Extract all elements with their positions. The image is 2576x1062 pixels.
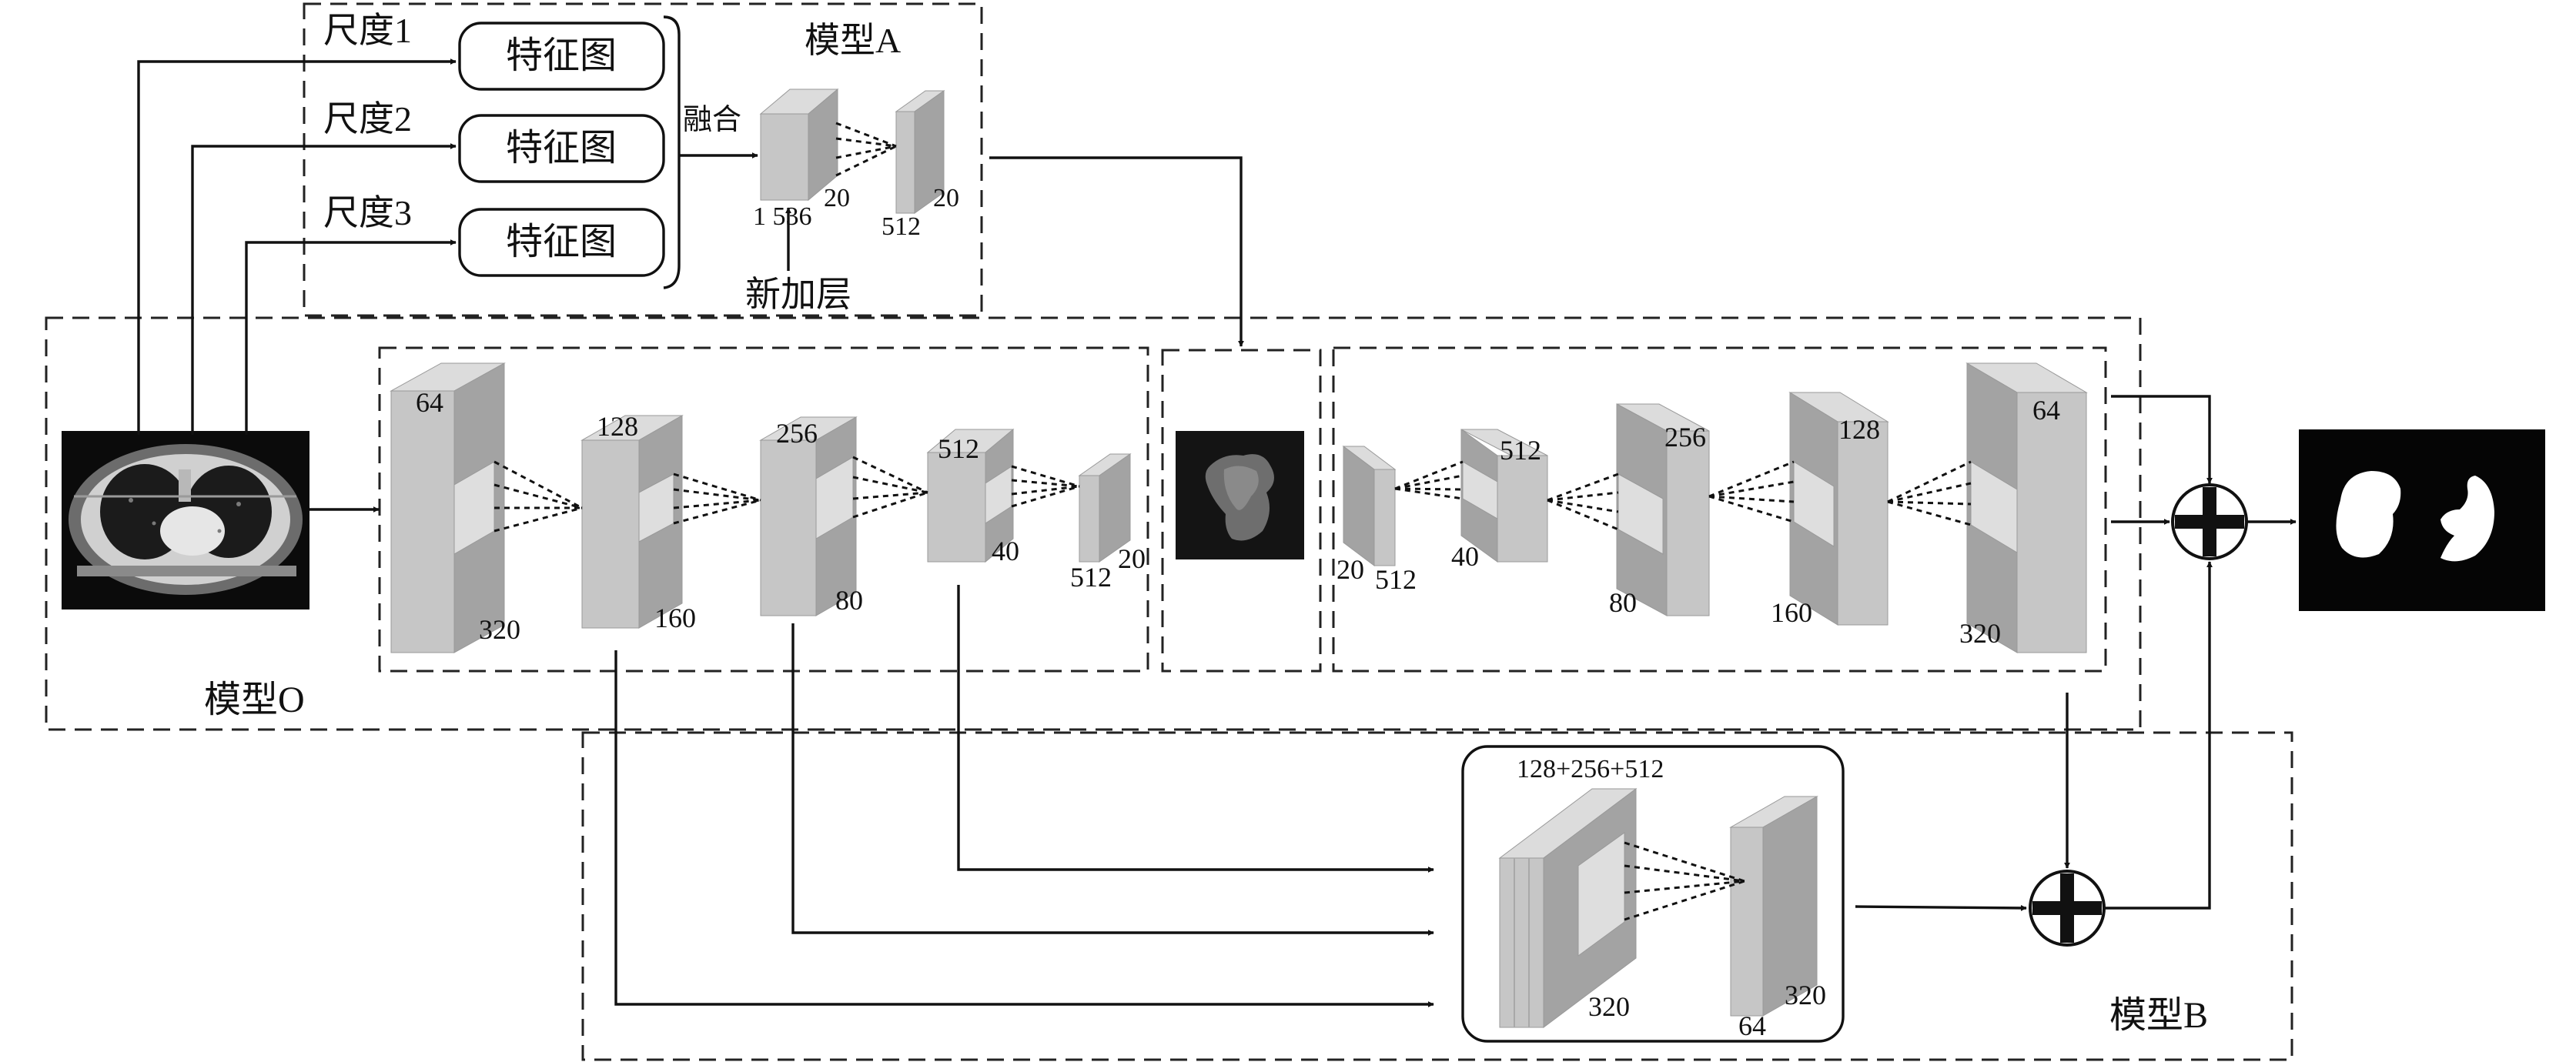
concat-label: 128+256+512 (1517, 755, 1664, 783)
scale-2-input-arrow (191, 143, 457, 435)
model-b-to-sum-arrow (1855, 904, 2027, 911)
fuse-block (759, 88, 839, 202)
model-b-out-channels: 64 (1738, 1010, 1766, 1041)
decoder-2-channels: 512 (1500, 435, 1541, 466)
model-a-to-bottleneck-arrow (989, 156, 1244, 347)
feature-map-2 (458, 114, 665, 183)
concat-size: 320 (1588, 991, 1630, 1022)
fuse-connections (835, 122, 897, 177)
scale-1-label: 尺度1 (323, 11, 412, 50)
decoder-frame (1332, 346, 2107, 673)
encoder-frame (378, 346, 1149, 673)
feature-map-label: 特征图 (506, 222, 617, 262)
fuse-block-channels: 1 536 (753, 202, 812, 231)
encoder-1-channels: 64 (416, 387, 443, 418)
bottleneck-frame (1161, 349, 1322, 673)
new-layer-label: 新加层 (745, 275, 851, 314)
model-a-output-block (895, 90, 945, 214)
upper-sum-node (2171, 483, 2248, 560)
scale-3-input-arrow (245, 239, 457, 435)
decoder-4-channels: 128 (1838, 414, 1880, 445)
skip-arrow-512 (957, 585, 1434, 873)
skip-arrow-256 (791, 623, 1434, 936)
concat-block (1498, 788, 1638, 1028)
feature-map-label: 特征图 (506, 35, 617, 76)
input-ct-image (62, 431, 309, 609)
encoder-3-channels: 256 (776, 418, 818, 449)
decoder-5-size: 320 (1959, 618, 2001, 649)
bottleneck-feature-image (1176, 431, 1304, 559)
model-a-out-size: 20 (933, 184, 959, 212)
encoder-2-channels: 128 (597, 411, 638, 442)
scale-1-input-arrow (137, 58, 457, 435)
output-segmentation-mask (2299, 429, 2545, 611)
fuse-block-size: 20 (824, 184, 850, 212)
model-b-frame (581, 731, 2293, 1061)
model-o-frame (45, 316, 2142, 731)
lower-sum-to-upper-sum-arrow (2104, 561, 2213, 910)
encoder-block-1 (390, 362, 506, 653)
decoder-4-size: 160 (1771, 597, 1812, 628)
encoder-4-size: 40 (992, 536, 1019, 566)
encoder-5-size: 20 (1118, 543, 1146, 574)
encoder-connections (493, 456, 1080, 533)
model-b-output-block (1729, 796, 1818, 1017)
decoder-block-5 (1965, 362, 2088, 653)
decoder-block-3 (1616, 403, 1710, 616)
decoder-1-size: 20 (1337, 554, 1364, 585)
decoder-3-size: 80 (1609, 587, 1637, 618)
encoder-block-2 (580, 415, 684, 629)
encoder-4-channels: 512 (938, 433, 979, 464)
feature-map-label: 特征图 (506, 128, 617, 169)
model-a-title: 模型A (805, 21, 901, 60)
feature-map-1 (458, 22, 665, 91)
skip-arrow-128 (614, 650, 1434, 1007)
decoder-block-1 (1342, 446, 1397, 566)
encoder-1-size: 320 (479, 614, 520, 645)
model-a-frame (303, 2, 983, 317)
decoder-2-size: 40 (1451, 541, 1479, 572)
decoder-block-4 (1788, 392, 1889, 626)
decoder-top-to-sum-arrow (2111, 395, 2213, 484)
fuse-label: 融合 (683, 104, 741, 136)
decoder-connections (1394, 460, 1972, 531)
encoder-2-size: 160 (654, 603, 696, 633)
feature-map-3 (458, 208, 665, 277)
encoder-block-3 (759, 416, 858, 616)
feature-brace (663, 15, 681, 289)
decoder-block-2 (1460, 429, 1548, 563)
model-a-out-channels: 512 (882, 212, 921, 241)
model-b-connections (1624, 841, 1745, 921)
model-b-title: 模型B (2109, 995, 2208, 1036)
encoder-3-size: 80 (835, 585, 863, 616)
encoder-5-channels: 512 (1070, 562, 1112, 593)
decoder-3-channels: 256 (1664, 422, 1706, 453)
model-o-title: 模型O (204, 680, 305, 720)
encoder-block-4 (926, 428, 1015, 563)
scale-3-label: 尺度3 (323, 193, 412, 232)
encoder-block-5 (1078, 453, 1132, 563)
decoder-5-channels: 64 (2032, 395, 2060, 426)
decoder-1-channels: 512 (1375, 564, 1417, 595)
scale-2-label: 尺度2 (323, 99, 412, 139)
model-b-out-size: 320 (1785, 980, 1826, 1010)
lower-sum-node (2029, 870, 2106, 947)
